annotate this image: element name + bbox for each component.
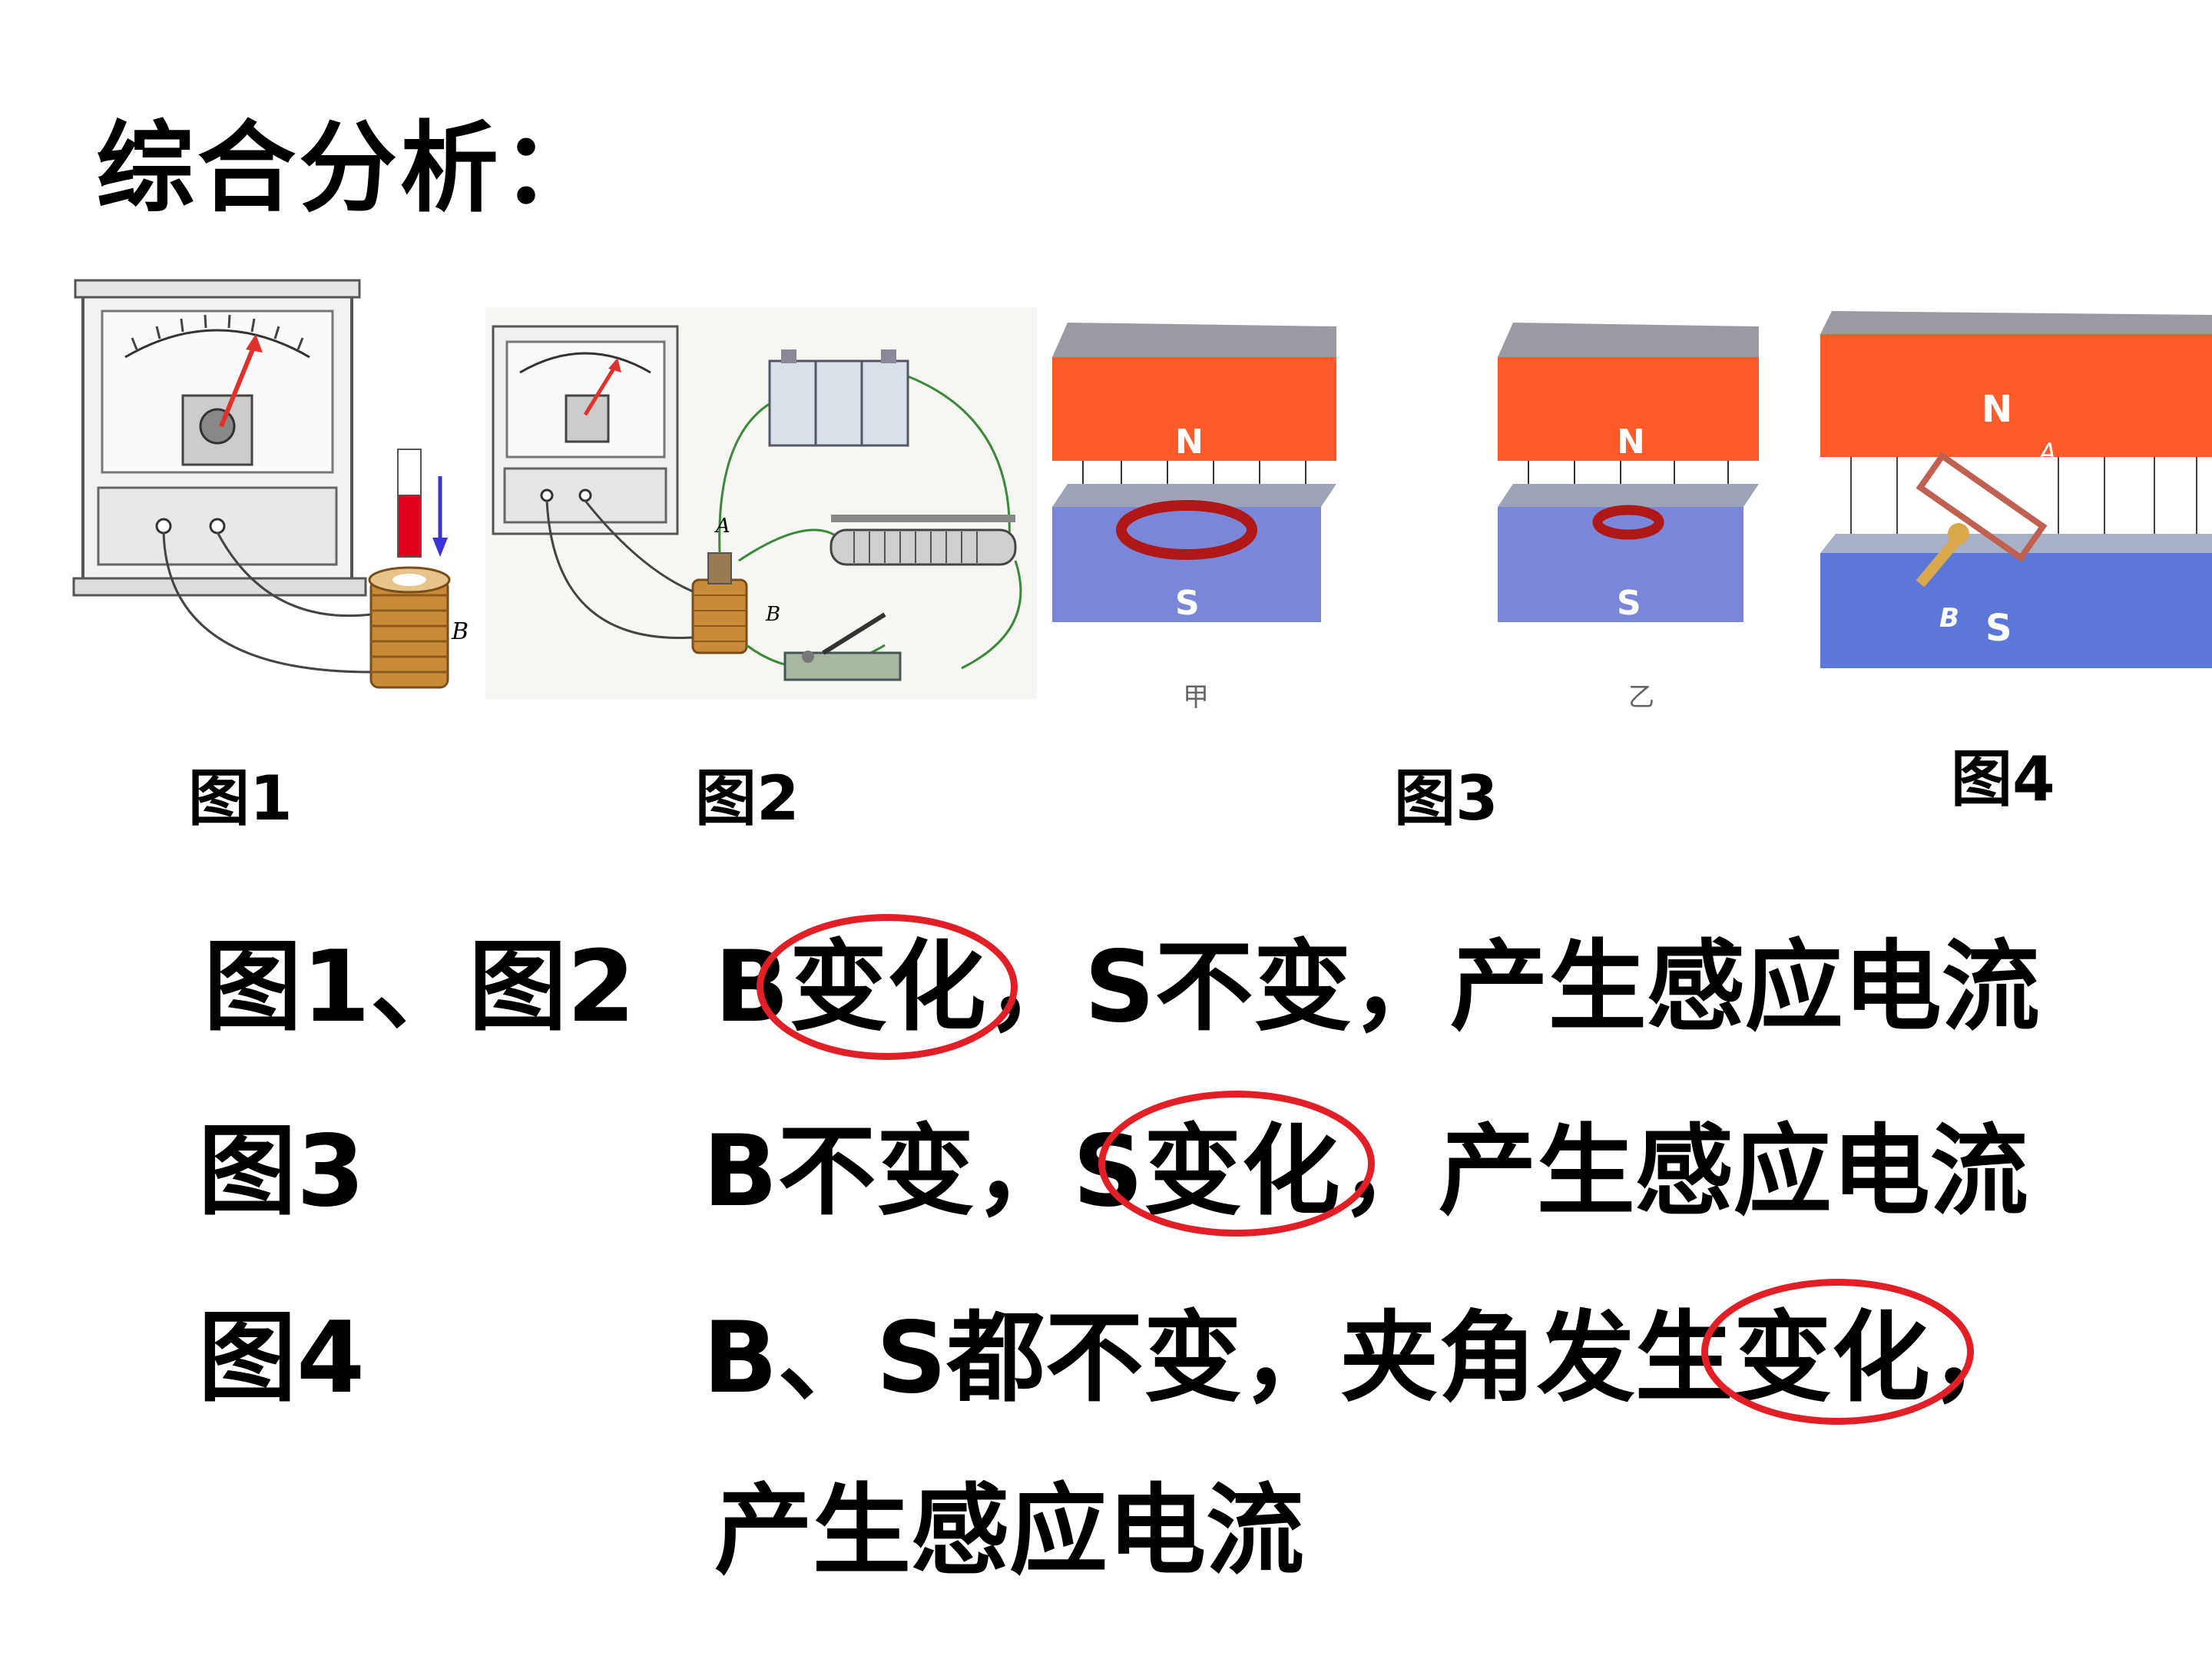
figure-4: N S A B	[1805, 307, 2212, 691]
fig3-sublabel-yi: 乙	[1628, 682, 1654, 713]
caption-fig4: 图4	[1951, 743, 2055, 815]
fig3-n-right: N	[1617, 422, 1645, 462]
circuit-diagram	[492, 325, 1022, 681]
row-2-label: 图3	[198, 1114, 366, 1229]
fig4-b-label: B	[1939, 603, 1959, 634]
highlight-ring-row2	[1098, 1091, 1375, 1237]
magnet-setups	[1052, 323, 1759, 622]
galvanometer-diagram	[72, 279, 451, 689]
caption-fig3: 图3	[1394, 763, 1498, 834]
row-3-text-continued: 产生感应电流	[714, 1474, 1305, 1588]
fig4-s-label: S	[1985, 607, 2012, 650]
label-a: A	[716, 515, 730, 538]
label-b: B	[766, 603, 781, 626]
row-1-label: 图1、图2	[204, 930, 636, 1045]
fig4-a-label: A	[2039, 438, 2056, 467]
coil-label-b: B	[452, 618, 469, 645]
rotating-coil-setup	[1820, 311, 2212, 668]
fig3-n-left: N	[1175, 422, 1204, 462]
figure-1: B	[68, 273, 486, 718]
figure-2: A B	[485, 307, 1037, 699]
caption-fig1: 图1	[188, 763, 293, 834]
fig3-s-left: S	[1175, 584, 1200, 623]
fig4-n-label: N	[1982, 388, 2013, 431]
highlight-ring-row3	[1701, 1279, 1974, 1425]
page-title: 综合分析：	[96, 111, 604, 226]
highlight-ring-row1	[757, 914, 1018, 1060]
fig3-s-right: S	[1617, 584, 1641, 623]
caption-fig2: 图2	[695, 763, 800, 834]
fig3-sublabel-jia: 甲	[1183, 682, 1209, 713]
figure-3: N S N S 甲 乙	[1037, 307, 1805, 714]
row-3-label: 图4	[198, 1301, 366, 1416]
